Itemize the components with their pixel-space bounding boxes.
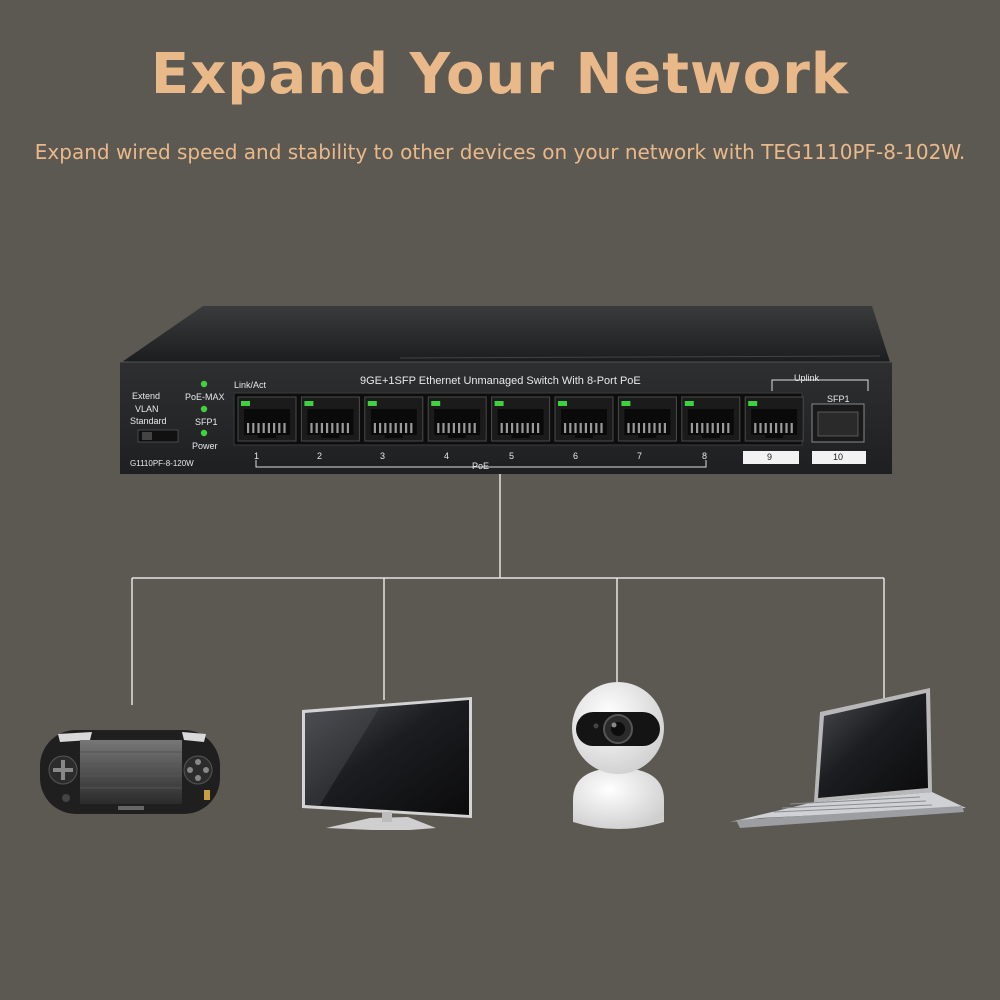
uplink-label: Uplink xyxy=(794,373,820,383)
led-label-power: Power xyxy=(192,441,218,451)
rj45-port-8 xyxy=(681,396,741,442)
rj45-uplink-port xyxy=(744,396,804,442)
subheadline: Expand wired speed and stability to othe… xyxy=(34,140,966,164)
rj45-port-5 xyxy=(491,396,551,442)
led-label-poe-max: PoE-MAX xyxy=(185,392,225,402)
sfp-port-number: 10 xyxy=(833,452,844,462)
rj45-port-6 xyxy=(554,396,614,442)
port-number-2: 2 xyxy=(317,451,323,461)
port-led xyxy=(431,401,441,406)
port-number-8: 8 xyxy=(702,451,708,461)
laptop-icon xyxy=(730,688,966,828)
port-number-3: 3 xyxy=(380,451,386,461)
rj45-port-4 xyxy=(427,396,487,442)
led-label-sfp1: SFP1 xyxy=(195,417,218,427)
mode-label-standard: Standard xyxy=(130,416,167,426)
port-led xyxy=(558,401,567,406)
headline: Expand Your Network xyxy=(150,42,850,107)
port-number-7: 7 xyxy=(637,451,643,461)
uplink-port-number: 9 xyxy=(767,452,773,462)
model-label: G1110PF-8-120W xyxy=(130,459,194,468)
security-camera-icon xyxy=(572,682,664,829)
handheld-game-console-icon xyxy=(40,730,220,814)
port-led xyxy=(494,401,504,406)
port-led xyxy=(684,401,694,406)
mode-label-vlan: VLAN xyxy=(135,404,159,414)
sfp-label: SFP1 xyxy=(827,394,850,404)
port-led xyxy=(621,401,631,406)
link-act-label: Link/Act xyxy=(234,380,267,390)
switch-description: 9GE+1SFP Ethernet Unmanaged Switch With … xyxy=(360,375,641,387)
port-led xyxy=(304,401,314,406)
rj45-port-2 xyxy=(300,396,360,442)
poe-label: PoE xyxy=(472,461,490,471)
monitor-icon xyxy=(302,697,472,830)
rj45-port-3 xyxy=(364,396,424,442)
port-number-1: 1 xyxy=(254,451,260,461)
port-led xyxy=(367,401,377,406)
port-number-6: 6 xyxy=(573,451,579,461)
port-number-5: 5 xyxy=(509,451,515,461)
port-led xyxy=(241,401,250,406)
rj45-port-1 xyxy=(237,396,297,442)
port-led xyxy=(748,401,758,406)
rj45-port-7 xyxy=(617,396,677,442)
mode-label-extend: Extend xyxy=(132,391,161,401)
port-number-4: 4 xyxy=(444,451,450,461)
